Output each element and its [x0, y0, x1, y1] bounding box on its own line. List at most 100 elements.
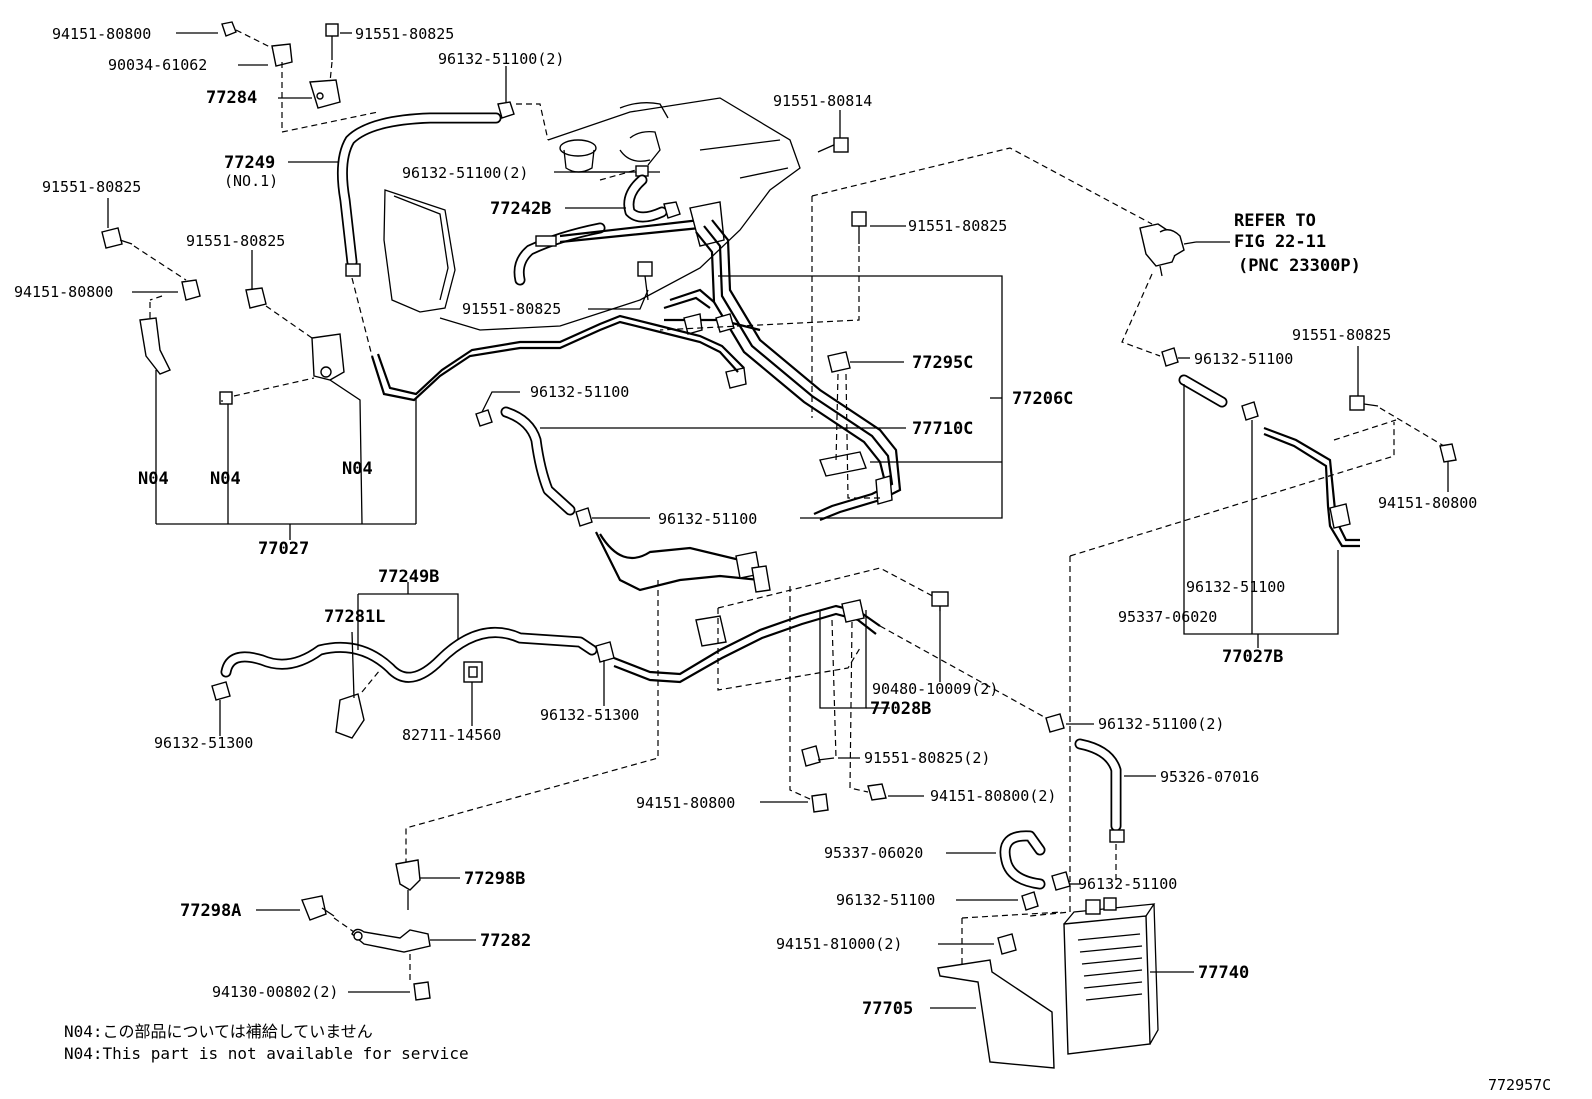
label-n04-a: N04 [138, 469, 169, 489]
label-77298b: 77298B [464, 869, 525, 889]
label-77206c: 77206C [1012, 389, 1073, 409]
bracket-77282 [351, 928, 431, 953]
label-n04-b: N04 [210, 469, 241, 489]
clamp-77295c [827, 351, 851, 373]
clamp-area [599, 533, 771, 593]
bracket-77284 [221, 21, 341, 109]
clamp-96132-51100-f [1021, 891, 1039, 911]
label-77281l: 77281L [324, 607, 385, 627]
label-91551-80825: 91551-80825 [355, 25, 454, 43]
grommet-82711-14560 [463, 661, 483, 683]
hose-95337-06020-a [1178, 374, 1228, 408]
clamp-96132-51100-2-c [1045, 713, 1065, 733]
clip-77298a [301, 895, 335, 921]
nut-94151-81000 [997, 933, 1017, 955]
bolt-91551-80825-b [637, 261, 653, 301]
hose-77249b [211, 626, 615, 701]
label-95337-06020-a: 95337-06020 [1118, 608, 1217, 626]
label-91551-80825-c: 91551-80825 [908, 217, 1007, 235]
label-94151-80800-b: 94151-80800 [14, 283, 113, 301]
label-96132-51100-f: 96132-51100 [836, 891, 935, 909]
label-94151-80800-c: 94151-80800 [1378, 494, 1477, 512]
vsv-refer-22-11 [1139, 223, 1197, 277]
label-91551-80825-b: 91551-80825 [462, 300, 561, 318]
pipe-77027b [1263, 426, 1360, 548]
label-96132-51300-b: 96132-51300 [540, 706, 639, 724]
bolt-91551-80825-c [851, 211, 867, 244]
label-90034-61062: 90034-61062 [108, 56, 207, 74]
label-96132-51300-a: 96132-51300 [154, 734, 253, 752]
nut-94151-80800-c [1439, 443, 1457, 463]
label-refer-to: REFER TO [1234, 211, 1316, 231]
clip-77298b [395, 859, 421, 910]
label-77710c: 77710C [912, 419, 973, 439]
grommet-90480-10009 [931, 591, 949, 607]
label-95326-07016: 95326-07016 [1160, 768, 1259, 786]
label-n04-c: N04 [342, 459, 373, 479]
label-91551-80825-2: 91551-80825(2) [864, 749, 990, 767]
nut-94151-80800-d [811, 793, 829, 813]
label-77027: 77027 [258, 539, 309, 559]
label-95337-06020-b: 95337-06020 [824, 844, 923, 862]
part-labels: 94151-80800 91551-80825 90034-61062 9613… [14, 25, 1477, 1019]
bracket-77705 [937, 959, 1055, 1069]
bracket-n04-center [219, 287, 345, 405]
label-77249b: 77249B [378, 567, 439, 587]
label-96132-51100-b: 96132-51100 [530, 383, 629, 401]
label-94151-80800: 94151-80800 [52, 25, 151, 43]
clamp-96132-51100-d [1241, 401, 1259, 421]
tube-assy-77206c [663, 219, 902, 522]
label-94151-80800-2: 94151-80800(2) [930, 787, 1056, 805]
hose-77242b [623, 174, 681, 223]
fuel-line-77028b [595, 531, 881, 684]
hose-77249 [336, 101, 515, 277]
label-96132-51100-e: 96132-51100 [1078, 875, 1177, 893]
label-94151-81000: 94151-81000(2) [776, 935, 902, 953]
label-77298a: 77298A [180, 901, 241, 921]
clamp-96132-51100-a [1161, 347, 1179, 367]
label-77028b: 77028B [870, 699, 931, 719]
label-77249-no1: (NO.1) [224, 172, 278, 190]
label-77284: 77284 [206, 88, 257, 108]
label-82711-14560: 82711-14560 [402, 726, 501, 744]
label-91551-80814: 91551-80814 [773, 92, 872, 110]
label-91551-80825-e: 91551-80825 [186, 232, 285, 250]
hose-95337-06020-b [999, 830, 1046, 890]
label-77295c: 77295C [912, 353, 973, 373]
label-refer-pnc: (PNC 23300P) [1238, 256, 1361, 276]
label-96132-51100-2: 96132-51100(2) [438, 50, 564, 68]
fuel-tank [383, 97, 801, 331]
label-94151-80800-d: 94151-80800 [636, 794, 735, 812]
label-77705: 77705 [862, 999, 913, 1019]
label-91551-80825-f: 91551-80825 [1292, 326, 1391, 344]
label-96132-51100-2-c: 96132-51100(2) [1098, 715, 1224, 733]
tank-fittings [559, 130, 661, 177]
nut-94151-80800-2 [867, 783, 887, 801]
note-jp: N04:この部品については補給していません [64, 1022, 373, 1041]
canister-77740 [1063, 897, 1159, 1055]
hose-77710c [475, 406, 593, 527]
label-96132-51100-c: 96132-51100 [658, 510, 757, 528]
label-96132-51100-a: 96132-51100 [1194, 350, 1293, 368]
label-91551-80825-d: 91551-80825 [42, 178, 141, 196]
clamp-96132-51100-e [1051, 871, 1071, 891]
bracket-n04-left [101, 227, 201, 375]
bolt-91551-80814 [817, 137, 849, 153]
figure-id: 772957C [1488, 1076, 1551, 1094]
label-77282: 77282 [480, 931, 531, 951]
nut-94130-00802 [413, 981, 431, 1001]
label-94130-00802: 94130-00802(2) [212, 983, 338, 1001]
label-77242b: 77242B [490, 199, 551, 219]
fuel-line-77027 [370, 314, 745, 402]
label-refer-fig: FIG 22-11 [1234, 232, 1326, 252]
note-en: N04:This part is not available for servi… [64, 1044, 469, 1063]
hose-95326-07016 [1074, 738, 1125, 843]
label-96132-51100-d: 96132-51100 [1186, 578, 1285, 596]
label-96132-51100-2-b: 96132-51100(2) [402, 164, 528, 182]
clamp-77281l [335, 693, 365, 739]
label-77249: 77249 [224, 153, 275, 173]
label-77740: 77740 [1198, 963, 1249, 983]
label-77027b: 77027B [1222, 647, 1283, 667]
bolt-91551-80825-2 [801, 745, 835, 767]
